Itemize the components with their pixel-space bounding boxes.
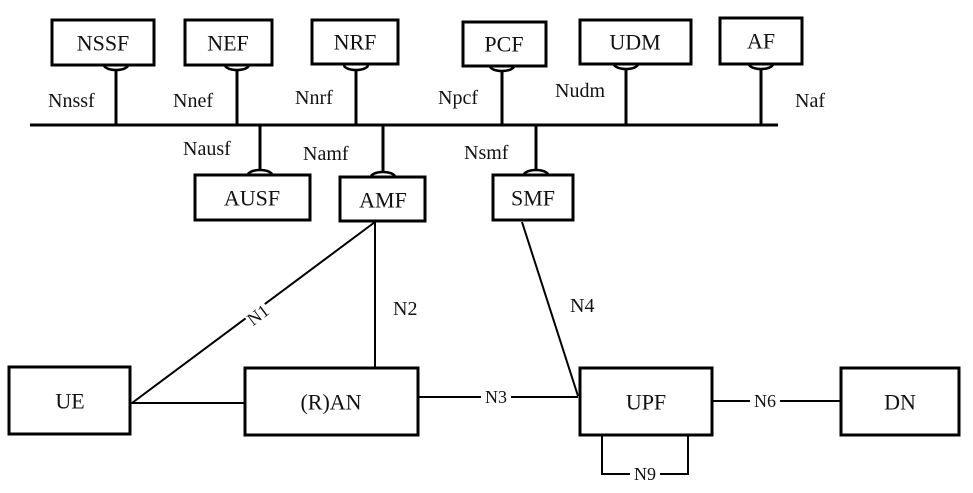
smf-label: SMF: [511, 186, 555, 211]
namf-label: Namf: [303, 143, 349, 165]
n1-label-group: N1: [242, 299, 274, 331]
nef-node[interactable]: NEF: [183, 18, 274, 67]
n2-label: N2: [393, 298, 417, 320]
nnssf-label: Nnssf: [48, 90, 95, 112]
pcf-node[interactable]: PCF: [461, 20, 548, 68]
ausf-connector: [246, 125, 274, 182]
af-label: AF: [747, 29, 775, 54]
nrf-connector: [342, 58, 370, 125]
n1-label: N1: [243, 300, 273, 329]
amf-node[interactable]: AMF: [338, 175, 427, 223]
smf-connector: [522, 125, 550, 182]
amf-label: AMF: [359, 188, 407, 213]
n3-label: N3: [485, 387, 507, 407]
nudm-label: Nudm: [555, 80, 605, 102]
n4-label: N4: [570, 295, 594, 317]
ausf-label: AUSF: [224, 186, 280, 211]
dn-label: DN: [884, 390, 916, 415]
nssf-connector: [102, 58, 130, 125]
nssf-label: NSSF: [77, 31, 130, 56]
ue-label: UE: [55, 389, 84, 414]
nef-connector: [223, 58, 251, 125]
udm-connector: [612, 57, 640, 125]
smf-node[interactable]: SMF: [491, 173, 575, 222]
nnrf-label: Nnrf: [295, 87, 333, 109]
pcf-label: PCF: [484, 32, 523, 57]
nrf-node[interactable]: NRF: [310, 18, 400, 66]
ran-label: (R)AN: [300, 390, 361, 415]
nausf-label: Nausf: [183, 138, 231, 160]
nsmf-label: Nsmf: [464, 142, 509, 164]
ue-node[interactable]: UE: [7, 365, 132, 436]
nssf-node[interactable]: NSSF: [50, 18, 156, 67]
nef-label: NEF: [207, 31, 249, 56]
n6-label: N6: [754, 391, 776, 411]
ran-node[interactable]: (R)AN: [243, 366, 420, 437]
af-connector: [747, 57, 775, 125]
upf-node[interactable]: UPF: [578, 366, 714, 437]
udm-node[interactable]: UDM: [578, 18, 693, 66]
dn-node[interactable]: DN: [839, 366, 961, 437]
amf-connector: [369, 125, 397, 184]
naf-label: Naf: [795, 90, 825, 112]
nnef-label: Nnef: [173, 90, 213, 112]
af-node[interactable]: AF: [718, 16, 804, 66]
nrf-label: NRF: [334, 30, 377, 55]
ausf-node[interactable]: AUSF: [193, 173, 312, 222]
udm-label: UDM: [609, 30, 660, 55]
n9-label: N9: [634, 464, 656, 484]
n4-link: [521, 221, 579, 397]
upf-label: UPF: [626, 390, 666, 415]
npcf-label: Npcf: [438, 87, 478, 109]
pcf-connector: [488, 59, 516, 125]
